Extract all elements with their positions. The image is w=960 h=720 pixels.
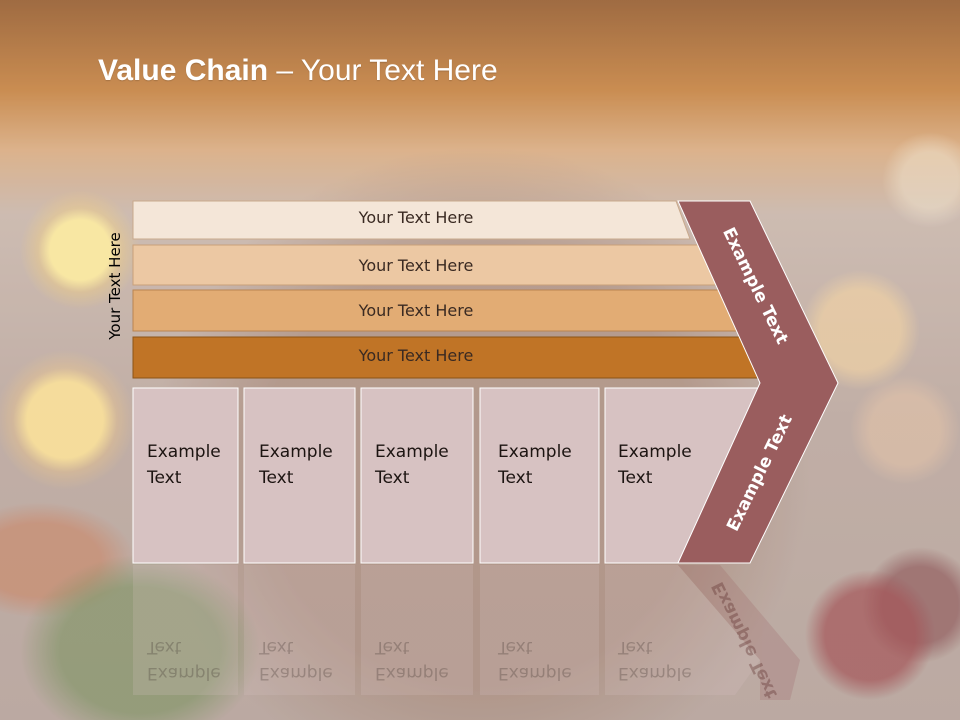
column-label-line2: Text <box>498 468 533 488</box>
column-4 <box>479 387 600 564</box>
title-rest: – Your Text Here <box>268 54 498 87</box>
column-label-reflection: Example Text <box>147 634 221 686</box>
column-reflection <box>244 565 355 695</box>
column-label-line1: Example <box>498 442 572 462</box>
reflection-line1: Example <box>618 663 692 683</box>
reflection-line1: Example <box>498 663 572 683</box>
reflection-line2: Text <box>375 637 410 657</box>
column-3 <box>360 387 474 564</box>
columns-reflection <box>133 565 800 700</box>
column-label-line2: Text <box>259 468 294 488</box>
column-2 <box>243 387 356 564</box>
reflection-line2: Text <box>147 637 182 657</box>
reflection-line2: Text <box>498 637 533 657</box>
column-reflection <box>361 565 473 695</box>
column-1 <box>132 387 239 564</box>
column-label-reflection: Example Text <box>259 634 333 686</box>
column-label-reflection: Example Text <box>498 634 572 686</box>
column-label-line2: Text <box>147 468 182 488</box>
band-label-4: Your Text Here <box>358 346 474 365</box>
slide-title: Value Chain – Your Text Here <box>98 54 498 88</box>
column-label-reflection: Example Text <box>375 634 449 686</box>
band-label-2: Your Text Here <box>358 256 474 275</box>
column-label-reflection: Example Text <box>618 634 692 686</box>
column-label-line1: Example <box>147 442 221 462</box>
band-label-3: Your Text Here <box>358 301 474 320</box>
reflection-line2: Text <box>618 637 653 657</box>
reflection-line1: Example <box>259 663 333 683</box>
band-label-1: Your Text Here <box>358 208 474 227</box>
column-reflection <box>133 565 238 695</box>
column-reflection <box>605 565 760 695</box>
chevron-arrow <box>677 200 839 564</box>
title-bold: Value Chain <box>98 54 269 87</box>
reflection-line2: Text <box>259 637 294 657</box>
column-label-line1: Example <box>259 442 333 462</box>
column-reflection <box>480 565 599 695</box>
column-label-line1: Example <box>618 442 692 462</box>
arrow-reflection <box>678 565 800 700</box>
reflection-line1: Example <box>147 663 221 683</box>
column-label-line2: Text <box>375 468 410 488</box>
column-label-line1: Example <box>375 442 449 462</box>
reflection-line1: Example <box>375 663 449 683</box>
band-1 <box>132 200 691 240</box>
column-label-line2: Text <box>618 468 653 488</box>
